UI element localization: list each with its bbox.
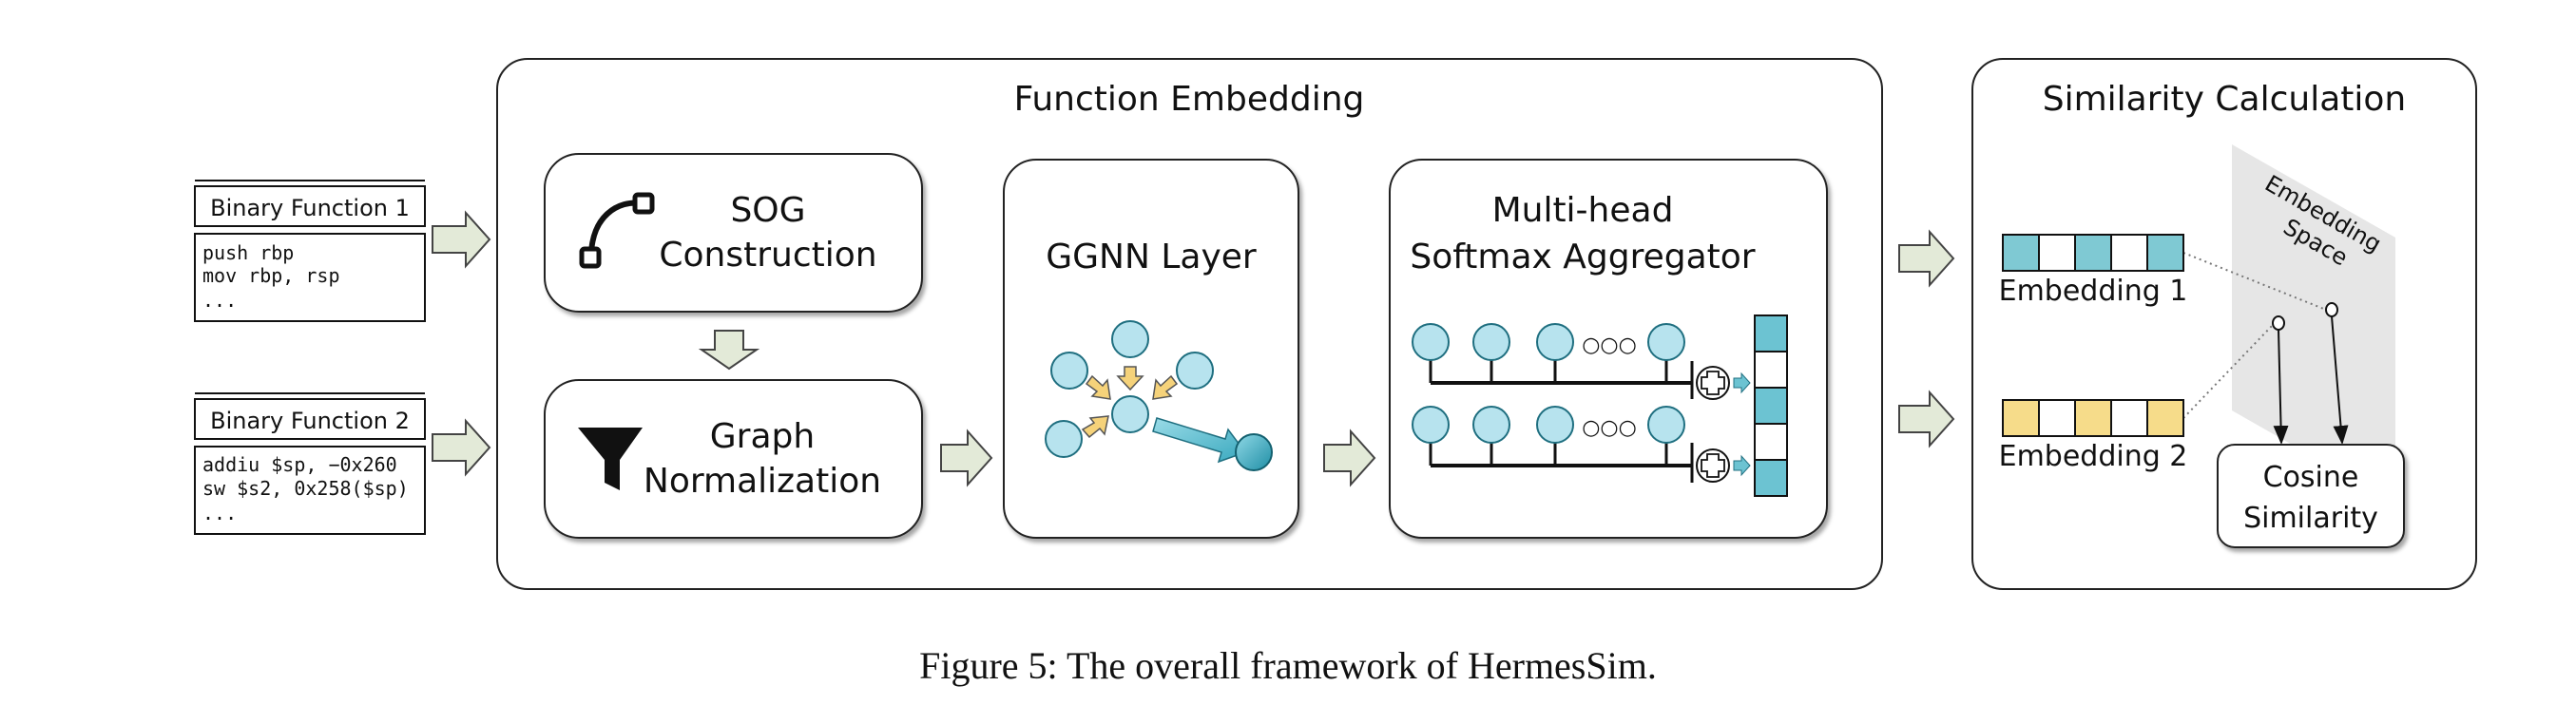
filter-funnel-icon (578, 428, 643, 490)
down-arrow-icon (698, 330, 760, 371)
ggnn-layer-box: GGNN Layer (1003, 159, 1299, 539)
cos-line2: Similarity (2243, 502, 2378, 535)
function-embedding-title: Function Embedding (1014, 80, 1365, 119)
binary-function-2: Binary Function 2 addiu $sp, −0x260 sw $… (194, 392, 426, 535)
graph-node (1472, 406, 1510, 444)
binary-function-2-title: Binary Function 2 (210, 408, 410, 434)
graph-node (1111, 395, 1149, 433)
code-line: sw $s2, 0x258($sp) (202, 477, 409, 500)
flow-arrow-icon (432, 418, 491, 477)
flow-arrow-icon (1898, 229, 1955, 288)
yellow-arrow-icon (1152, 374, 1179, 400)
agg-line2: Softmax Aggregator (1410, 238, 1755, 276)
agg-line1: Multi-head (1492, 191, 1674, 230)
binary-function-1-title: Binary Function 1 (210, 195, 410, 221)
graph-node (1647, 323, 1685, 361)
binary-function-1: Binary Function 1 push rbp mov rbp, rsp … (194, 180, 426, 322)
flow-arrow-icon (1323, 429, 1376, 487)
aggregator-box: Multi-head Softmax Aggregator ○○○ (1389, 159, 1828, 539)
output-node (1235, 433, 1273, 471)
graph-node (1050, 352, 1088, 390)
plus-circle-icon (1696, 366, 1730, 400)
graph-node (1111, 320, 1149, 358)
small-arrow-icon (1733, 372, 1751, 394)
sog-line2: Construction (659, 236, 876, 275)
cos-line1: Cosine (2263, 461, 2359, 494)
plus-circle-icon (1696, 448, 1730, 483)
function-embedding-panel: Function Embedding SOG Construction Grap… (496, 58, 1883, 590)
code-line: ... (202, 502, 237, 524)
aggregation-head-1: ○○○ (1412, 323, 1751, 400)
embedding-1-vector (2002, 234, 2184, 272)
embedding-1-label: Embedding 1 (1999, 275, 2188, 308)
cosine-similarity-box: Cosine Similarity (2217, 444, 2405, 548)
ellipsis: ○○○ (1582, 333, 1637, 357)
aggregation-head-2: ○○○ (1412, 406, 1751, 483)
similarity-title: Similarity Calculation (2043, 80, 2406, 119)
sog-line1: SOG (730, 191, 805, 230)
graph-node (1045, 420, 1083, 458)
output-vector (1754, 314, 1788, 497)
code-line: push rbp (202, 241, 294, 264)
graph-node (1647, 406, 1685, 444)
figure-caption: Figure 5: The overall framework of Herme… (919, 644, 1657, 687)
teal-arrow-icon (1152, 417, 1247, 464)
graph-node (1536, 406, 1574, 444)
code-line: addiu $sp, −0x260 (202, 453, 397, 476)
flow-arrow-icon (1898, 390, 1955, 448)
norm-line2: Normalization (644, 462, 881, 501)
embedding-2-label: Embedding 2 (1999, 440, 2188, 473)
graph-normalization-box: Graph Normalization (544, 379, 923, 539)
graph-node (1536, 323, 1574, 361)
embedding-2-vector (2002, 399, 2184, 437)
code-line: ... (202, 289, 237, 312)
flow-arrow-icon (432, 210, 491, 269)
yellow-arrow-icon (1116, 366, 1144, 391)
norm-line1: Graph (710, 417, 815, 456)
ellipsis: ○○○ (1582, 416, 1637, 440)
graph-node (1412, 406, 1450, 444)
code-line: mov rbp, rsp (202, 264, 340, 287)
graph-node (1472, 323, 1510, 361)
yellow-arrow-icon (1085, 374, 1111, 400)
embedding-point (2325, 302, 2338, 317)
message-passing-graph (1045, 320, 1273, 471)
similarity-panel: Similarity Calculation Embedding Space E… (1971, 58, 2477, 590)
curve-path-icon (579, 192, 655, 269)
sog-construction-box: SOG Construction (544, 153, 923, 313)
flow-arrow-icon (940, 429, 993, 487)
graph-node (1176, 352, 1214, 390)
embedding-point (2272, 315, 2285, 331)
yellow-arrow-icon (1081, 415, 1109, 439)
ggnn-title: GGNN Layer (1046, 238, 1257, 276)
graph-node (1412, 323, 1450, 361)
small-arrow-icon (1733, 454, 1751, 477)
